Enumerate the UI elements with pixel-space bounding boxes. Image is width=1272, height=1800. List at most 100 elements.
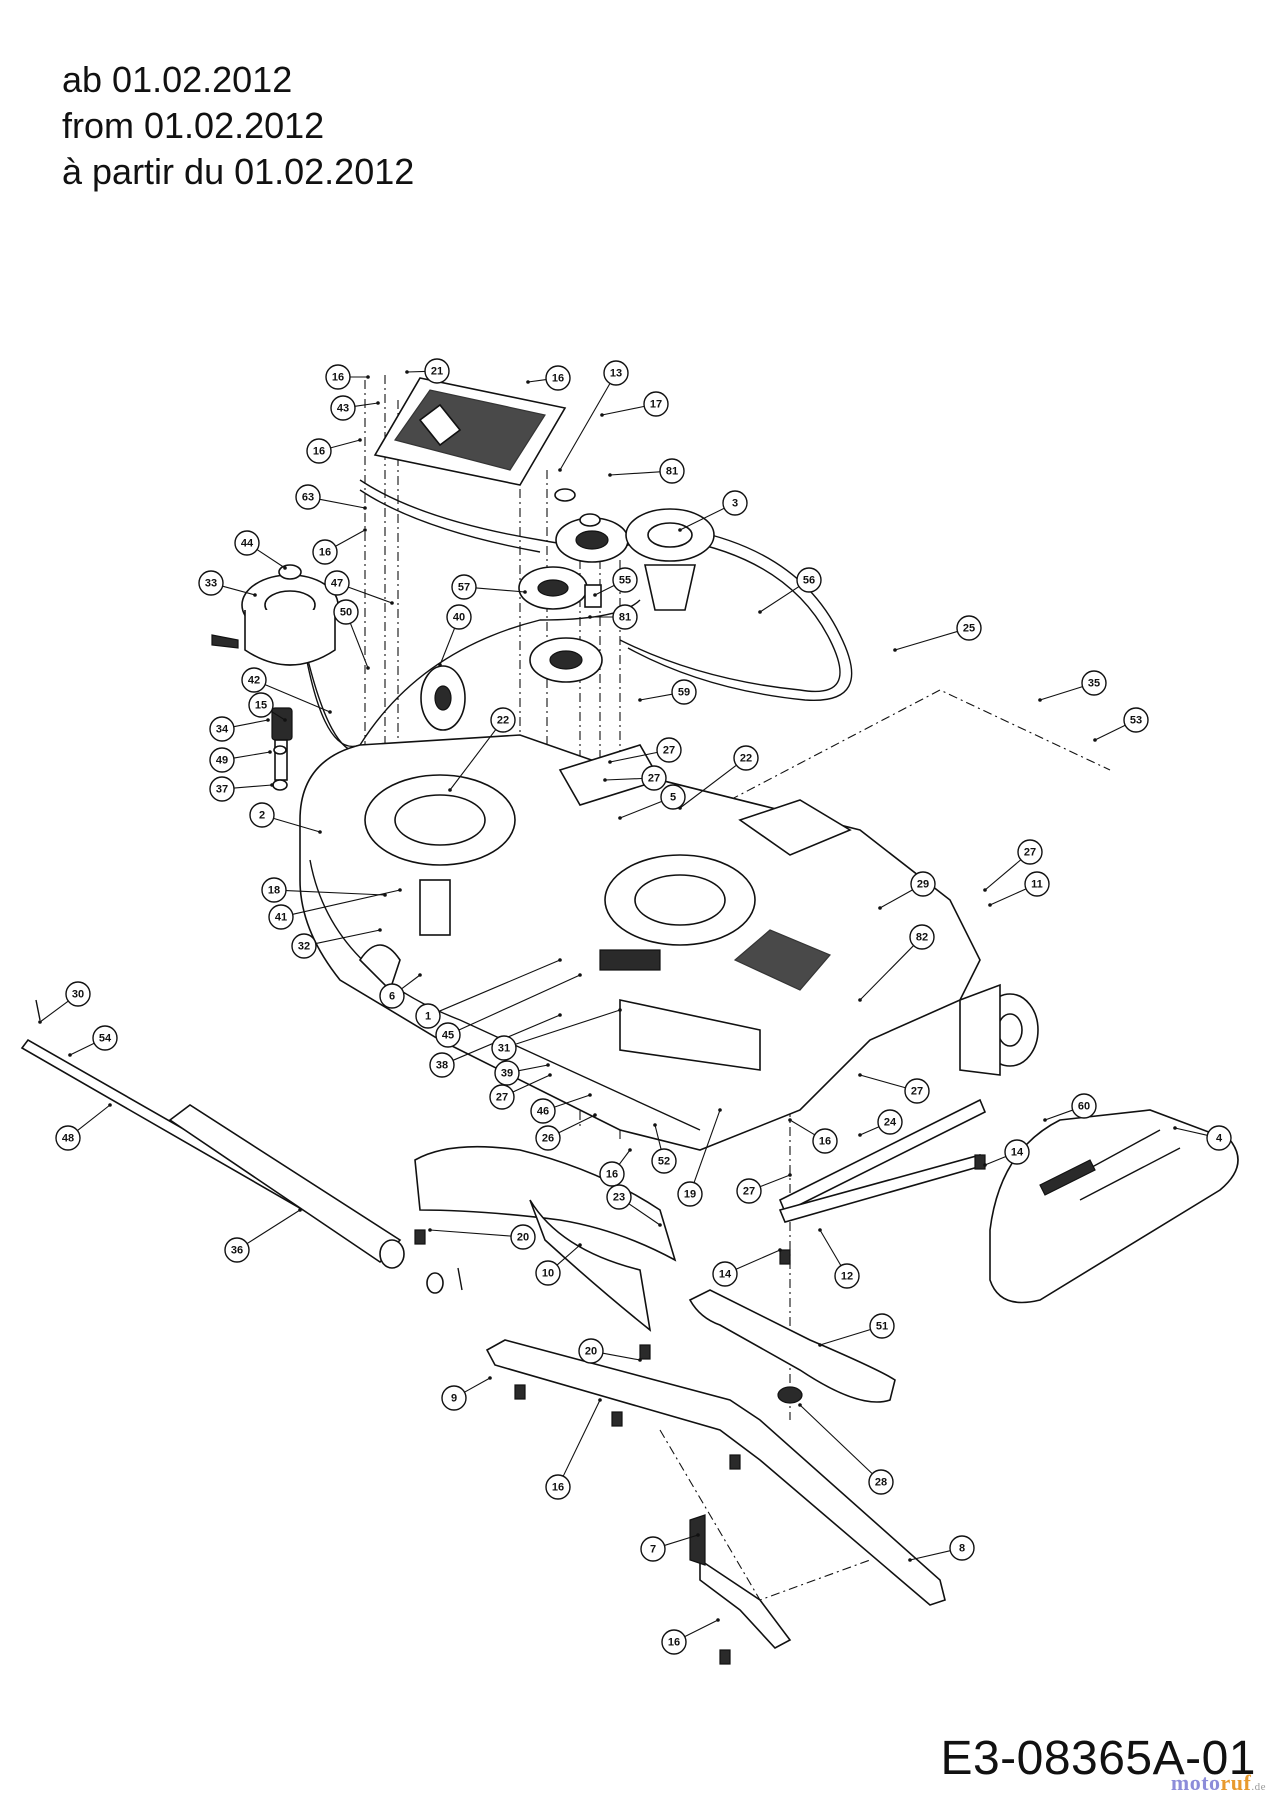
callout-circle bbox=[1017, 839, 1043, 865]
callout-circle bbox=[660, 784, 686, 810]
leader-arrowhead bbox=[363, 506, 367, 510]
leader-line bbox=[222, 585, 256, 596]
callout-50: 50 bbox=[333, 599, 359, 625]
leader-line bbox=[449, 729, 497, 791]
callout-number: 47 bbox=[331, 578, 343, 590]
leader-line bbox=[273, 817, 321, 833]
logo-part-ruf: ruf bbox=[1220, 1770, 1252, 1795]
callout-circle bbox=[877, 1109, 903, 1135]
callout-49: 49 bbox=[209, 747, 235, 773]
callout-52: 52 bbox=[651, 1148, 677, 1174]
callout-circle bbox=[248, 692, 274, 718]
leader-line bbox=[558, 1114, 596, 1134]
callout-circle bbox=[1071, 1093, 1097, 1119]
callout-number: 16 bbox=[819, 1136, 831, 1148]
callout-number: 18 bbox=[268, 885, 280, 897]
logo-tld: .de bbox=[1251, 1781, 1266, 1793]
leader-arrowhead bbox=[608, 760, 612, 764]
callout-29: 29 bbox=[910, 871, 936, 897]
callout-40: 40 bbox=[446, 604, 472, 630]
leader-line bbox=[292, 889, 401, 915]
callout-number: 24 bbox=[884, 1117, 897, 1129]
leader-arrowhead bbox=[398, 888, 402, 892]
callout-28: 28 bbox=[868, 1469, 894, 1495]
callout-81a: 81 bbox=[659, 458, 685, 484]
callout-number: 14 bbox=[1011, 1147, 1024, 1159]
callout-number: 43 bbox=[337, 403, 349, 415]
callout-number: 48 bbox=[62, 1133, 74, 1145]
callout-6: 6 bbox=[379, 983, 405, 1009]
callout-number: 27 bbox=[663, 745, 675, 757]
callout-circle bbox=[530, 1098, 556, 1124]
callout-number: 57 bbox=[458, 582, 470, 594]
callout-number: 33 bbox=[205, 578, 217, 590]
leader-line bbox=[233, 719, 269, 728]
callout-circle bbox=[65, 981, 91, 1007]
callout-circle bbox=[612, 567, 638, 593]
callout-7: 7 bbox=[640, 1536, 666, 1562]
leader-arrowhead bbox=[983, 888, 987, 892]
callout-number: 45 bbox=[442, 1030, 454, 1042]
callout-circle bbox=[603, 360, 629, 386]
bolts bbox=[414, 1154, 986, 1665]
callout-number: 28 bbox=[875, 1477, 887, 1489]
callout-circle bbox=[494, 1060, 520, 1086]
callout-23: 23 bbox=[606, 1184, 632, 1210]
leader-line bbox=[562, 1399, 601, 1477]
callout-number: 14 bbox=[719, 1269, 732, 1281]
callout-33: 33 bbox=[198, 570, 224, 596]
leader-line bbox=[554, 1094, 591, 1108]
callout-circle bbox=[489, 1084, 515, 1110]
callout-circle bbox=[834, 1263, 860, 1289]
leader-line bbox=[349, 622, 369, 669]
leader-line bbox=[799, 1404, 873, 1475]
valid-from-label-de: ab 01.02.2012 bbox=[62, 59, 293, 100]
callout-circle bbox=[261, 877, 287, 903]
leader-line bbox=[819, 1229, 842, 1266]
leader-arrowhead bbox=[603, 778, 607, 782]
leader-arrowhead bbox=[983, 1163, 987, 1167]
callout-circle bbox=[324, 570, 350, 596]
leader-line bbox=[759, 586, 800, 613]
callout-circle bbox=[249, 802, 275, 828]
leader-arrowhead bbox=[718, 1108, 722, 1112]
callout-circle bbox=[736, 1178, 762, 1204]
callout-number: 22 bbox=[740, 753, 752, 765]
leader-arrowhead bbox=[428, 1228, 432, 1232]
callout-35: 35 bbox=[1081, 670, 1107, 696]
leader-arrowhead bbox=[588, 615, 592, 619]
callout-39: 39 bbox=[494, 1060, 520, 1086]
callout-25: 25 bbox=[956, 615, 982, 641]
callout-number: 13 bbox=[610, 368, 622, 380]
callout-circle bbox=[234, 530, 260, 556]
valid-from-label-fr: à partir du 01.02.2012 bbox=[62, 151, 415, 192]
callout-number: 52 bbox=[658, 1156, 670, 1168]
callout-circle bbox=[956, 615, 982, 641]
leader-line bbox=[559, 383, 611, 471]
callout-42: 42 bbox=[241, 667, 267, 693]
leader-arrowhead bbox=[366, 666, 370, 670]
callout-circle bbox=[599, 1161, 625, 1187]
leader-line bbox=[475, 587, 526, 593]
callout-number: 22 bbox=[497, 715, 509, 727]
anti-scalp-roller bbox=[20, 999, 463, 1294]
callout-27e: 27 bbox=[904, 1078, 930, 1104]
leader-arrowhead bbox=[358, 438, 362, 442]
callout-circle bbox=[606, 1184, 632, 1210]
callout-number: 49 bbox=[216, 755, 228, 767]
leader-line bbox=[679, 764, 737, 809]
callout-17: 17 bbox=[643, 391, 669, 417]
callout-number: 59 bbox=[678, 687, 690, 699]
callout-circle bbox=[733, 745, 759, 771]
leader-line bbox=[789, 1119, 815, 1136]
leader-line bbox=[654, 1124, 662, 1150]
callout-44: 44 bbox=[234, 530, 260, 556]
mounting-bracket bbox=[689, 1514, 792, 1649]
callout-16c: 16 bbox=[306, 438, 332, 464]
leader-arrowhead bbox=[598, 1398, 602, 1402]
pto-clutch bbox=[211, 564, 339, 666]
callout-5: 5 bbox=[660, 784, 686, 810]
callout-43: 43 bbox=[330, 395, 356, 421]
leader-line bbox=[354, 402, 379, 407]
